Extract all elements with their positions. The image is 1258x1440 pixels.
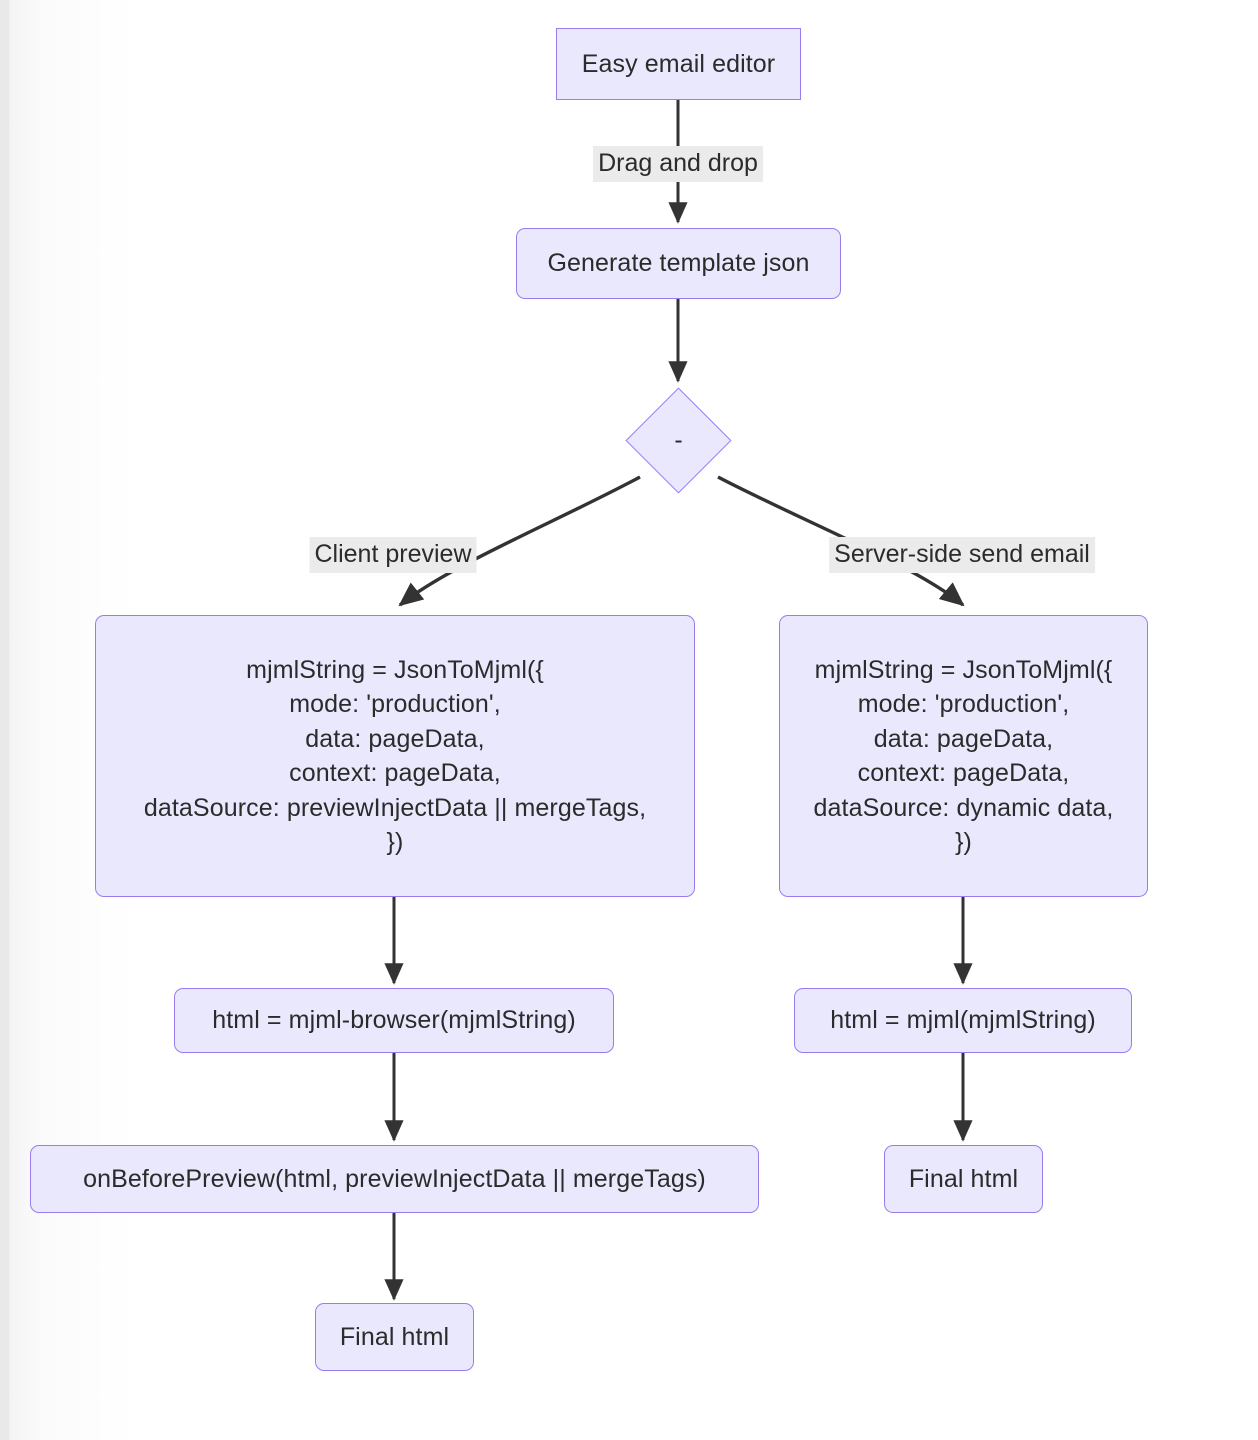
edge-decision-to-client-code bbox=[398, 475, 641, 607]
node-label: onBeforePreview(html, previewInjectData … bbox=[83, 1164, 706, 1193]
node-label: html = mjml-browser(mjmlString) bbox=[212, 1006, 576, 1035]
edge-label-client-preview: Client preview bbox=[309, 537, 477, 574]
node-label: mjmlString = JsonToMjml({ mode: 'product… bbox=[813, 655, 1114, 857]
node-label: Generate template json bbox=[547, 249, 810, 278]
node-decision[interactable]: - bbox=[625, 387, 732, 494]
node-generate-template-json[interactable]: Generate template json bbox=[516, 228, 841, 299]
node-server-jsontomjml[interactable]: mjmlString = JsonToMjml({ mode: 'product… bbox=[779, 615, 1148, 897]
node-final-html-left[interactable]: Final html bbox=[315, 1303, 474, 1371]
node-html-mjml-browser[interactable]: html = mjml-browser(mjmlString) bbox=[174, 988, 614, 1053]
node-label: mjmlString = JsonToMjml({ mode: 'product… bbox=[143, 655, 647, 857]
node-label: - bbox=[674, 426, 683, 454]
node-label: Final html bbox=[339, 1322, 450, 1351]
node-label: Easy email editor bbox=[581, 49, 776, 78]
edge-label-server-side-send-email: Server-side send email bbox=[829, 537, 1095, 574]
node-label: html = mjml(mjmlString) bbox=[830, 1006, 1096, 1035]
node-easy-email-editor[interactable]: Easy email editor bbox=[556, 28, 801, 100]
node-final-html-right[interactable]: Final html bbox=[884, 1145, 1043, 1213]
node-client-jsontomjml[interactable]: mjmlString = JsonToMjml({ mode: 'product… bbox=[95, 615, 695, 897]
edge-label-drag-and-drop: Drag and drop bbox=[593, 146, 763, 183]
node-on-before-preview[interactable]: onBeforePreview(html, previewInjectData … bbox=[30, 1145, 759, 1213]
node-label: Final html bbox=[908, 1164, 1019, 1193]
node-html-mjml[interactable]: html = mjml(mjmlString) bbox=[794, 988, 1132, 1053]
